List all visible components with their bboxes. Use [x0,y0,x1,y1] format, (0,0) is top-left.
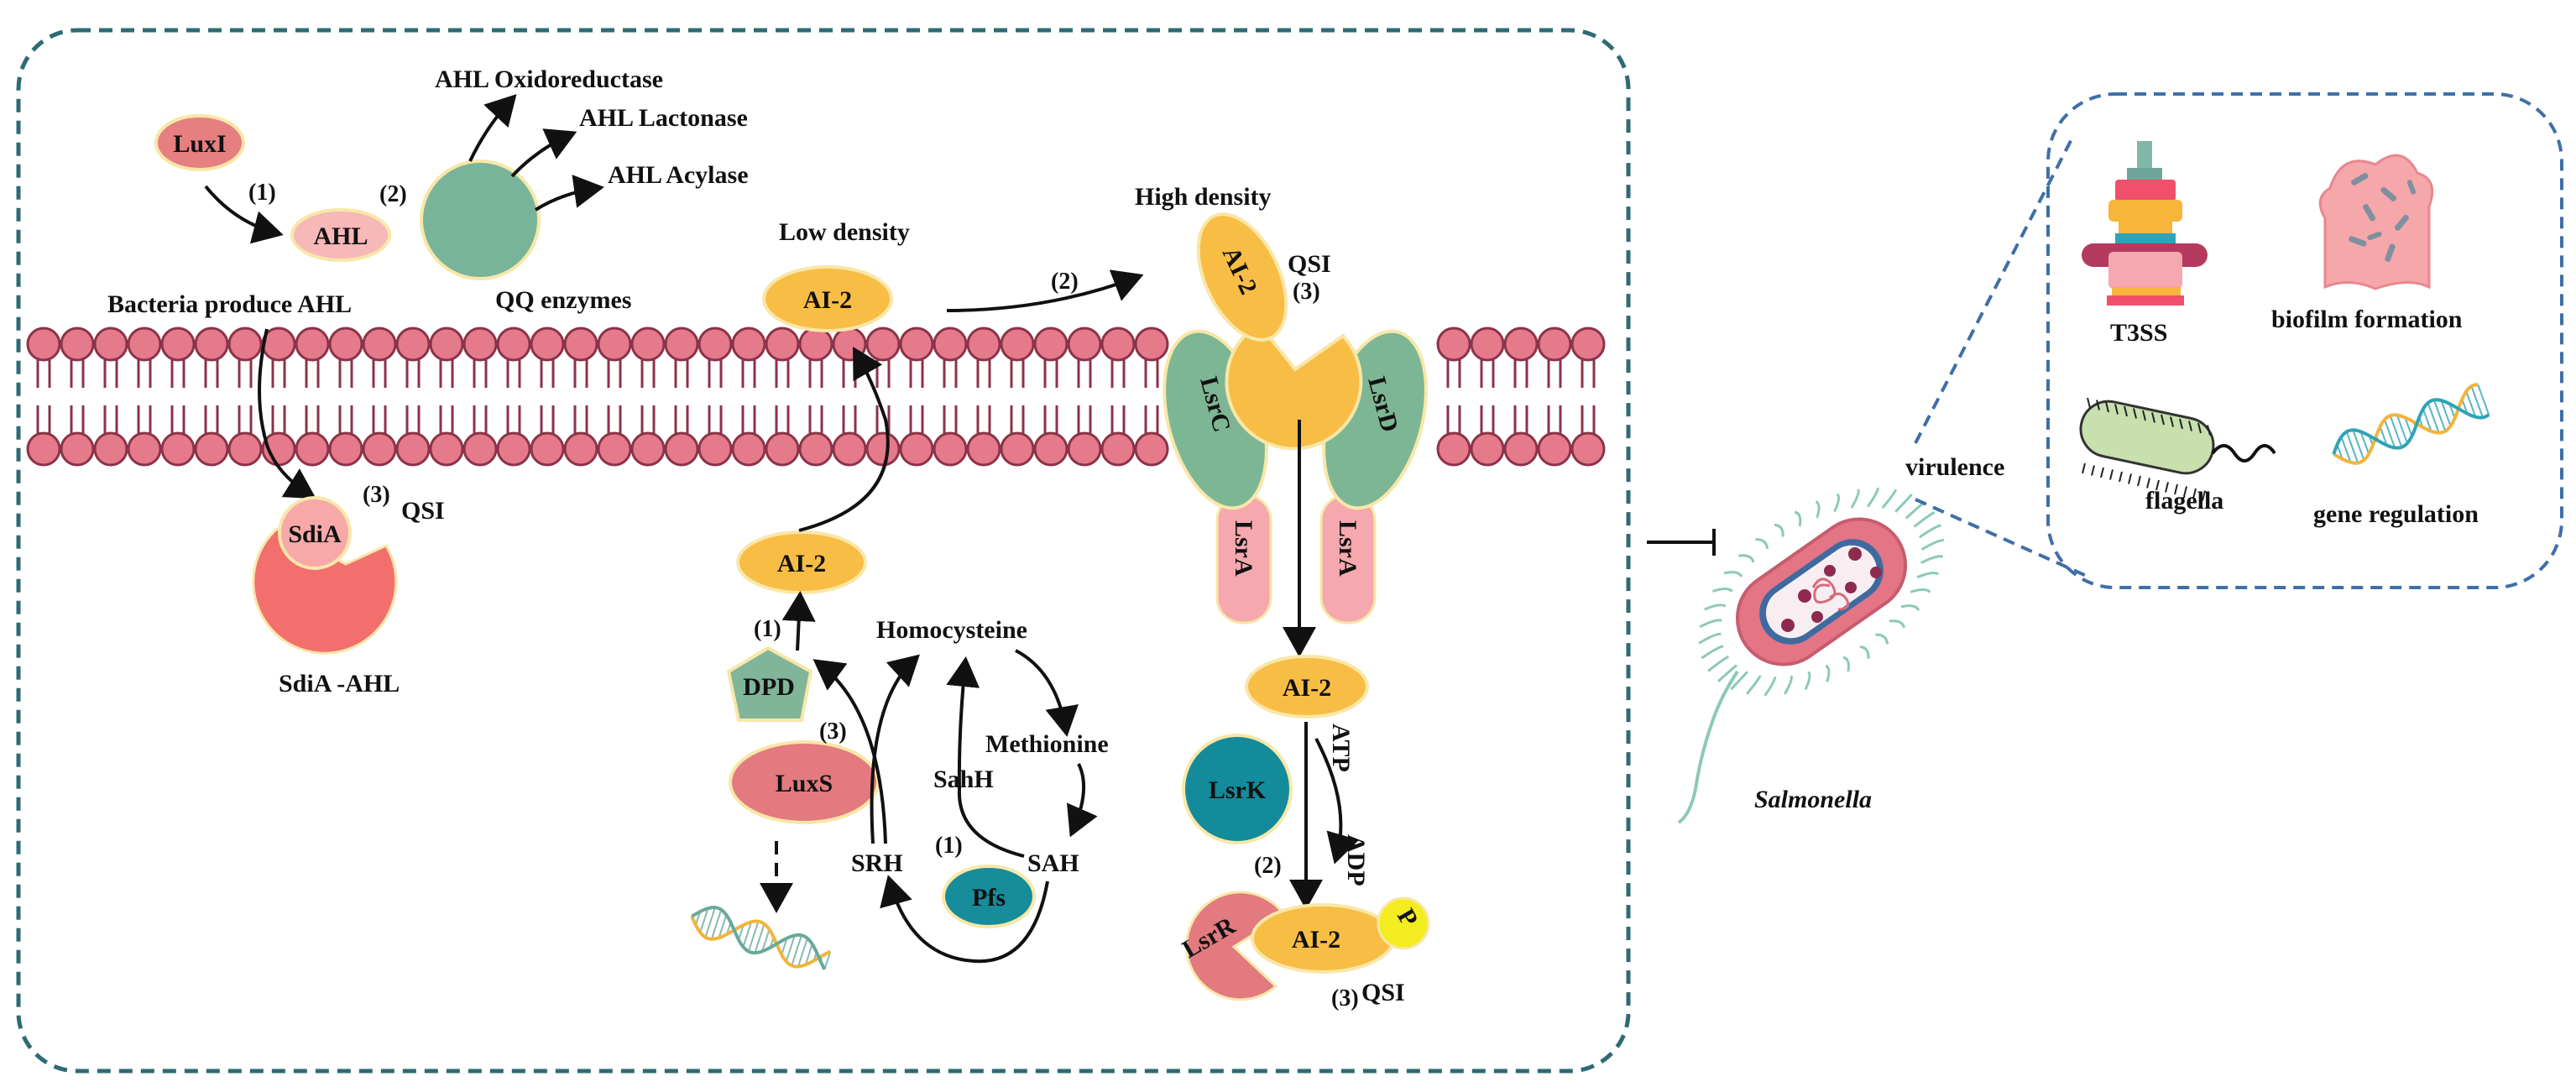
sdia-label: SdiA [288,520,342,548]
biofilm-icon [2318,154,2434,290]
luxi-node [154,114,245,171]
t3ss-label: T3SS [2110,319,2167,347]
inhibition-marker [1647,529,1716,556]
phosphate-node [1377,896,1430,950]
methionine-to-sah-arrow [1066,763,1098,838]
lsrk-step-2-label: (2) [1254,853,1282,879]
pfs-node [942,865,1036,928]
ahl-oxidoreductase-label: AHL Oxidoreductase [435,65,663,93]
gene-regulation-label: gene regulation [2313,500,2479,528]
sahh-label: SahH [933,765,994,793]
cell-frame [16,28,1631,1074]
pfs-label: Pfs [972,884,1006,912]
t3ss-icon [2082,141,2208,306]
ai2-synthesis-label: AI-2 [777,550,826,577]
step-1-label: (1) [248,180,276,206]
sdia-step-3-label: (3) [363,482,390,508]
pfs-step-1-label: (1) [935,833,963,859]
atp-adp-arrow [1314,738,1360,865]
dpd-to-ai2-arrow [781,591,816,651]
ai2-phospho-label: AI-2 [1292,926,1340,954]
gene-regulation-dna-icon [2332,383,2490,465]
ai2-to-high-density-arrow [946,269,1144,312]
step-2-label: (2) [379,181,407,207]
ahl-entry-arrow [258,328,316,499]
qq-enzymes-label: QQ enzymes [495,286,631,314]
sdia-node [278,496,352,570]
lsrr-qsi-label: QSI [1361,979,1405,1006]
ai2-low-density-node [762,265,893,332]
cell-membrane [26,327,1606,467]
adp-label: ADP [1342,834,1370,886]
luxs-node [729,740,880,824]
sah-label: SAH [1027,849,1079,877]
sdia-qsi-label: QSI [401,497,445,525]
salmonella-label: Salmonella [1754,786,1872,813]
methionine-label: Methionine [985,730,1109,758]
qq-enzyme-node [420,159,541,280]
ai2-step-2-label: (2) [1051,269,1079,295]
flagella-icon [2079,397,2276,501]
luxi-label: LuxI [173,130,226,158]
ahl-acylase-label: AHL Acylase [608,161,749,189]
luxi-to-ahl-arrow [204,185,284,244]
virulence-label: virulence [1905,453,2004,481]
srh-to-homocysteine-arrow [870,654,920,844]
lactonase-arrow [510,128,577,178]
virulence-inset [2046,92,2563,589]
inset-connector-bottom [1915,498,2091,579]
dpd-label: DPD [743,673,795,701]
sdia-ahl-complex [252,527,398,655]
sah-to-srh-arrow [880,875,1049,964]
sahh-cycle-arrow [946,656,1025,858]
srh-label: SRH [851,849,903,877]
dna-helix-icon [690,906,832,970]
receptor-qsi-label: QSI [1288,250,1331,278]
dpd-node [726,645,813,722]
ai2-cytoplasm-label: AI-2 [1283,674,1331,702]
ai2-low-density-label: AI-2 [803,286,852,314]
srh-to-dpd-arrow [813,659,887,844]
ahl-label: AHL [313,222,368,250]
ai2-cytoplasm-node [1245,655,1369,718]
flagella-label: flagella [2145,487,2223,515]
lsrr-node [1185,891,1287,1001]
lsr-receptor [1225,321,1363,451]
dpd-step-1-label: (1) [754,616,781,642]
ai2-high-density-node [1196,212,1288,342]
luxs-step-3-label: (3) [819,718,847,745]
lsrk-node [1182,734,1293,844]
biofilm-formation-label: biofilm formation [2271,306,2463,333]
ahl-pathway: LuxI (1) AHL (2) QQ enzymes AHL Oxidored… [107,65,749,698]
lsra-left-label: LsrA [1230,520,1257,577]
lsra-right-label: LsrA [1334,520,1361,577]
receptor-step-3-label: (3) [1293,279,1320,305]
high-density-label: High density [1135,183,1272,211]
ai2-export-arrow [798,347,890,532]
sdia-ahl-label: SdiA -AHL [279,670,400,698]
homocysteine-label: Homocysteine [876,616,1027,644]
low-density-label: Low density [779,218,910,246]
acylase-arrow [534,175,604,212]
ahl-node [290,208,391,262]
oxidoreductase-arrow [468,94,517,162]
lsrr-step-3-label: (3) [1331,985,1359,1011]
bacteria-produce-ahl-label: Bacteria produce AHL [107,290,352,318]
salmonella-bacterium-icon [1677,487,1945,824]
homocysteine-to-methionine-arrow [1015,649,1079,737]
luxs-label: LuxS [776,770,833,797]
ai2-pathway: Low density AI-2 (2) High density LsrA L… [690,183,1430,1011]
ahl-lactonase-label: AHL Lactonase [579,104,748,132]
atp-label: ATP [1327,724,1355,772]
lsrk-label: LsrK [1209,776,1267,804]
